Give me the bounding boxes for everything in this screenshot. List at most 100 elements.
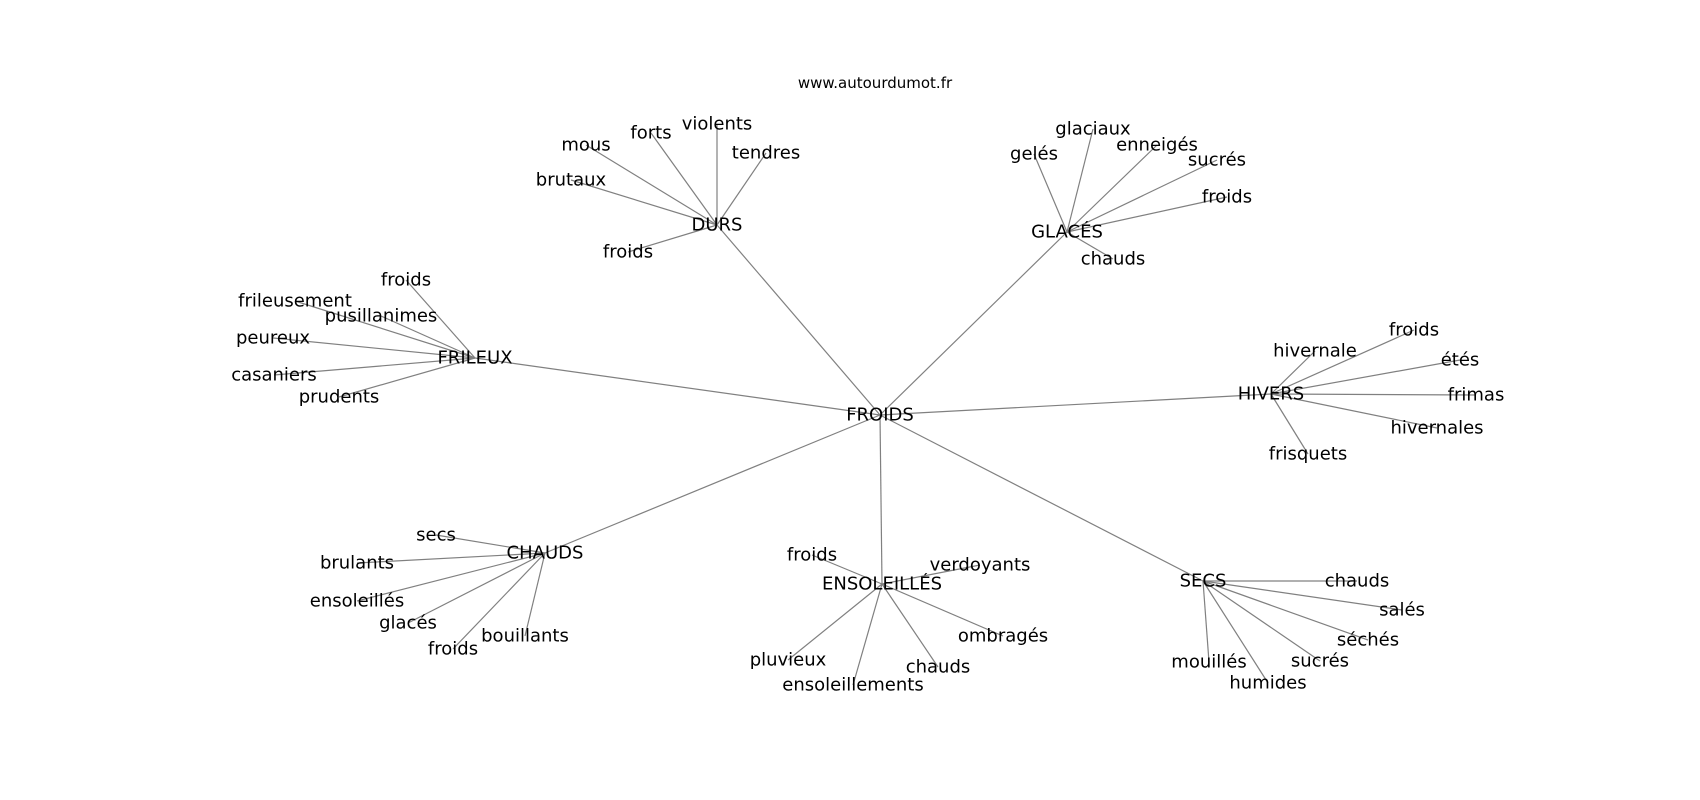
leaf-word-label: froids	[603, 242, 653, 263]
leaf-edge	[1270, 393, 1438, 429]
leaf-word-label: chauds	[1325, 571, 1390, 592]
leaf-word-label: forts	[630, 123, 671, 144]
leaf-word-label: verdoyants	[930, 555, 1031, 576]
leaf-edge	[787, 583, 883, 661]
leaf-edge	[452, 552, 546, 650]
leaf-edge	[380, 315, 476, 359]
leaf-word-label: humides	[1229, 673, 1306, 694]
leaf-word-label: glaciaux	[1055, 119, 1131, 140]
hub-word-label: SECS	[1180, 571, 1227, 592]
leaf-edge	[811, 554, 883, 585]
hub-word-label: ENSOLEILLÉS	[822, 573, 942, 595]
leaf-edge	[1066, 144, 1158, 233]
leaf-word-label: froids	[381, 270, 431, 291]
hub-word-label: CHAUDS	[507, 543, 584, 564]
leaf-word-label: violents	[682, 114, 753, 135]
leaf-edge	[1033, 153, 1068, 233]
leaf-word-label: sucrés	[1291, 651, 1349, 672]
leaf-edge	[1066, 231, 1114, 260]
leaf-edge	[1270, 329, 1415, 395]
leaf-word-label: secs	[416, 525, 456, 546]
leaf-word-label: casaniers	[231, 365, 317, 386]
leaf-word-label: hivernales	[1390, 418, 1483, 439]
root-edge	[879, 231, 1068, 416]
leaf-edge	[1066, 159, 1218, 233]
site-url-label: www.autourdumot.fr	[798, 74, 953, 92]
leaf-edge	[627, 224, 718, 253]
leaf-word-label: mouillés	[1171, 652, 1246, 673]
graph-edges	[272, 124, 1477, 686]
root-edge	[879, 414, 1204, 582]
leaf-edge	[570, 179, 718, 226]
leaf-edge	[1066, 128, 1094, 233]
leaf-edge	[1270, 359, 1461, 395]
leaf-word-label: brulants	[320, 553, 394, 574]
leaf-word-label: enneigés	[1116, 135, 1198, 156]
leaf-word-label: ensoleillés	[310, 591, 404, 612]
leaf-edge	[852, 583, 883, 686]
leaf-edge	[524, 552, 546, 637]
leaf-edge	[356, 552, 546, 564]
leaf-edge	[435, 534, 546, 554]
leaf-edge	[881, 583, 1004, 637]
leaf-edge	[1202, 580, 1403, 611]
leaf-word-label: glacés	[379, 613, 437, 634]
leaf-edge	[1202, 580, 1321, 662]
leaf-edge	[1066, 196, 1228, 233]
leaf-word-label: ensoleillements	[782, 675, 923, 696]
leaf-word-label: brutaux	[536, 170, 607, 191]
leaf-word-label: hivernale	[1273, 341, 1357, 362]
leaf-word-label: tendres	[732, 143, 800, 164]
leaf-edge	[650, 132, 718, 226]
leaf-edge	[716, 152, 767, 226]
leaf-edge	[405, 279, 476, 359]
leaf-word-label: séchés	[1337, 630, 1399, 651]
leaf-word-label: pluvieux	[750, 650, 827, 671]
leaf-word-label: froids	[428, 639, 478, 660]
leaf-word-label: salés	[1379, 600, 1425, 621]
leaf-word-label: prudents	[299, 387, 380, 408]
leaf-word-label: frileusement	[238, 291, 352, 312]
leaf-word-label: gelés	[1010, 144, 1058, 165]
leaf-edge	[881, 564, 981, 585]
hub-word-label: FRILEUX	[437, 348, 512, 369]
leaf-edge	[881, 583, 939, 668]
leaf-word-label: étés	[1441, 350, 1480, 371]
root-edge	[879, 393, 1272, 416]
root-word-label: FROIDS	[846, 405, 914, 426]
hub-word-label: GLACÉS	[1031, 221, 1103, 243]
leaf-word-label: froids	[1389, 320, 1439, 341]
root-edge	[544, 414, 881, 554]
leaf-edge	[1202, 580, 1269, 684]
leaf-word-label: pusillanimes	[325, 306, 438, 327]
leaf-word-label: peureux	[236, 328, 310, 349]
leaf-edge	[272, 337, 476, 359]
leaf-word-label: frimas	[1448, 385, 1505, 406]
leaf-word-label: chauds	[906, 657, 971, 678]
leaf-edge	[338, 357, 476, 398]
root-edge	[879, 414, 883, 585]
leaf-edge	[273, 357, 476, 376]
leaf-word-label: chauds	[1081, 249, 1146, 270]
hub-word-label: HIVERS	[1238, 384, 1304, 405]
leaf-edge	[1270, 393, 1477, 396]
leaf-word-label: froids	[1202, 187, 1252, 208]
leaf-edge	[294, 300, 476, 359]
leaf-edge	[356, 552, 546, 602]
leaf-edge	[1270, 350, 1316, 395]
leaf-word-label: ombragés	[958, 626, 1048, 647]
leaf-edge	[1202, 580, 1369, 641]
leaf-edge	[407, 552, 546, 624]
leaf-edge	[1270, 393, 1309, 455]
leaf-word-label: froids	[787, 545, 837, 566]
hub-word-label: DURS	[692, 215, 743, 236]
leaf-edge	[585, 144, 718, 226]
root-edge	[474, 357, 881, 416]
leaf-word-label: mous	[561, 135, 610, 156]
leaf-word-label: frisquets	[1269, 444, 1347, 465]
leaf-word-label: bouillants	[481, 626, 569, 647]
leaf-edge	[1202, 580, 1210, 663]
leaf-word-label: sucrés	[1188, 150, 1246, 171]
